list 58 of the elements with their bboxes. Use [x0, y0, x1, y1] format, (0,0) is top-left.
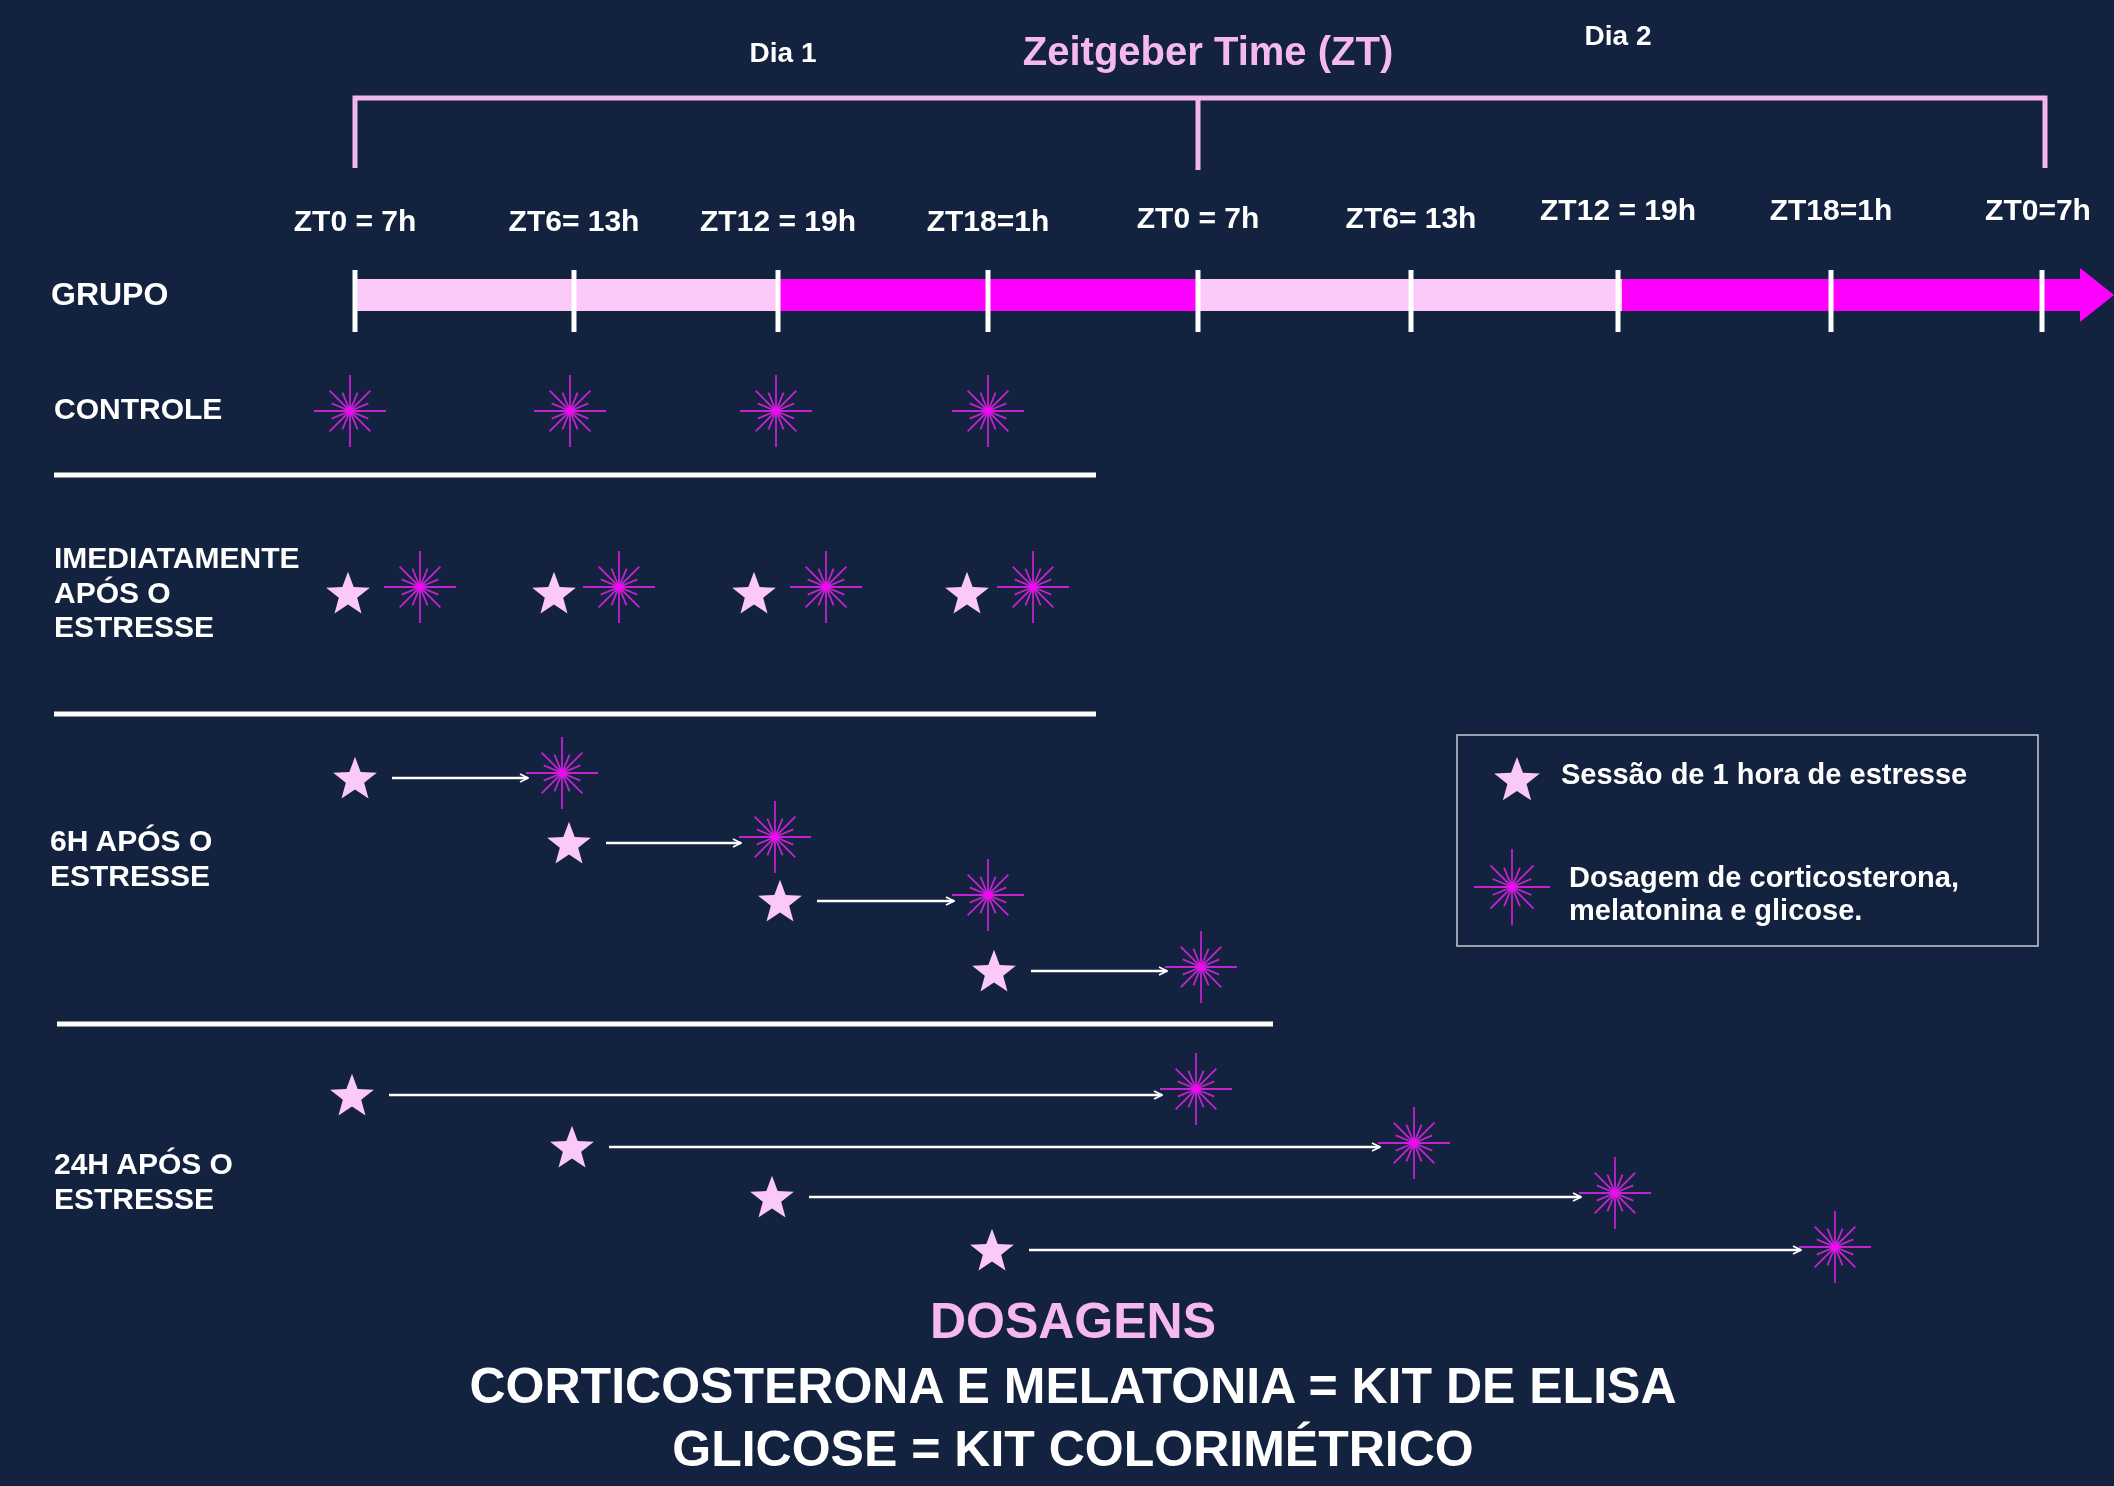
group-label: 6H APÓS O ESTRESSE	[50, 823, 214, 893]
arrow	[817, 896, 955, 906]
star-icon	[944, 570, 990, 616]
arrow	[606, 838, 742, 848]
star-icon	[969, 1227, 1015, 1273]
group-label: IMEDIATAMENTE APÓS O ESTRESSE	[54, 541, 301, 645]
time-label: ZT0=7h	[1985, 192, 2091, 228]
section-heading: DOSAGENS	[929, 1293, 1217, 1351]
starburst-icon	[790, 551, 862, 623]
starburst-icon	[1160, 1053, 1232, 1125]
star-icon	[325, 570, 371, 616]
starburst-icon	[534, 375, 606, 447]
group-label: CONTROLE	[54, 391, 223, 427]
starburst-icon	[1378, 1107, 1450, 1179]
legend-text: Dosagem de corticosterona, melatonina e glicose.	[1569, 860, 1960, 928]
time-label: ZT12 = 19h	[700, 203, 856, 239]
time-label: ZT12 = 19h	[1540, 192, 1696, 228]
arrow	[1029, 1245, 1802, 1255]
arrow	[389, 1090, 1163, 1100]
method-note: CORTICOSTERONA E MELATONIA = KIT DE ELISA	[469, 1358, 1677, 1416]
starburst-icon	[384, 551, 456, 623]
starburst-icon	[1579, 1157, 1651, 1229]
starburst-icon	[997, 551, 1069, 623]
method-note: GLICOSE = KIT COLORIMÉTRICO	[672, 1421, 1474, 1479]
row-header: GRUPO	[51, 275, 169, 313]
star-icon	[971, 948, 1017, 994]
arrow	[1031, 966, 1168, 976]
starburst-icon	[314, 375, 386, 447]
star-icon	[749, 1174, 795, 1220]
title: Zeitgeber Time (ZT)	[1022, 28, 1394, 74]
day-label: Dia 2	[1584, 19, 1652, 53]
starburst-icon	[1799, 1211, 1871, 1283]
starburst-icon	[952, 375, 1024, 447]
star-icon	[731, 570, 777, 616]
star-icon	[329, 1072, 375, 1118]
time-label: ZT0 = 7h	[293, 203, 417, 239]
legend-text: Sessão de 1 hora de estresse	[1561, 758, 1969, 792]
starburst-icon	[739, 801, 811, 873]
time-label: ZT18=1h	[1769, 192, 1893, 228]
starburst-icon	[740, 375, 812, 447]
star-icon	[332, 755, 378, 801]
time-label: ZT0 = 7h	[1136, 200, 1260, 236]
star-icon	[531, 570, 577, 616]
starburst-icon	[1165, 931, 1237, 1003]
starburst-icon	[583, 551, 655, 623]
arrow	[392, 773, 529, 783]
star-icon	[549, 1124, 595, 1170]
time-label: ZT18=1h	[926, 203, 1050, 239]
arrow	[609, 1142, 1381, 1152]
starburst-icon	[526, 737, 598, 809]
star-icon	[757, 878, 803, 924]
starburst-icon	[952, 859, 1024, 931]
time-label: ZT6= 13h	[508, 203, 640, 239]
star-icon	[546, 820, 592, 866]
time-label: ZT6= 13h	[1345, 200, 1477, 236]
day-label: Dia 1	[749, 36, 817, 70]
arrow	[809, 1192, 1582, 1202]
group-label: 24H APÓS O ESTRESSE	[54, 1146, 234, 1216]
